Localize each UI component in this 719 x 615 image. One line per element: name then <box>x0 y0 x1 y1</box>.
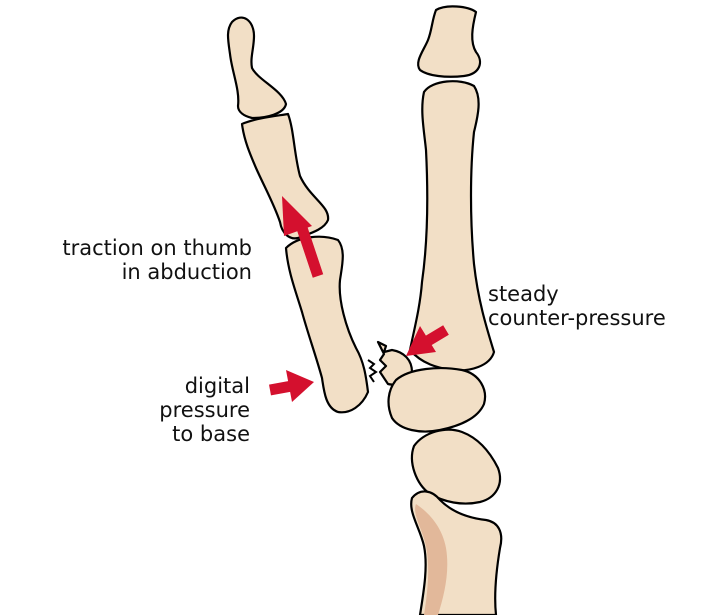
digital-pressure-label: digital pressure to base <box>100 374 250 446</box>
carpal-bone-upper <box>389 368 485 431</box>
counter-pressure-label-line2: counter-pressure <box>488 306 716 330</box>
distal-phalanx <box>228 18 286 118</box>
traction-label-line1: traction on thumb <box>8 236 252 260</box>
digital-pressure-label-line2: pressure <box>100 398 250 422</box>
counter-pressure-label-line1: steady <box>488 282 716 306</box>
radius-bone <box>411 491 501 615</box>
fracture-line <box>368 360 376 382</box>
index-phalanx <box>418 6 480 76</box>
second-metacarpal <box>410 81 494 370</box>
traction-label-line2: in abduction <box>8 260 252 284</box>
traction-label: traction on thumb in abduction <box>8 236 252 284</box>
digital-pressure-label-line3: to base <box>100 422 250 446</box>
digital-pressure-arrow <box>270 370 314 402</box>
counter-pressure-label: steady counter-pressure <box>488 282 716 330</box>
digital-pressure-label-line1: digital <box>100 374 250 398</box>
